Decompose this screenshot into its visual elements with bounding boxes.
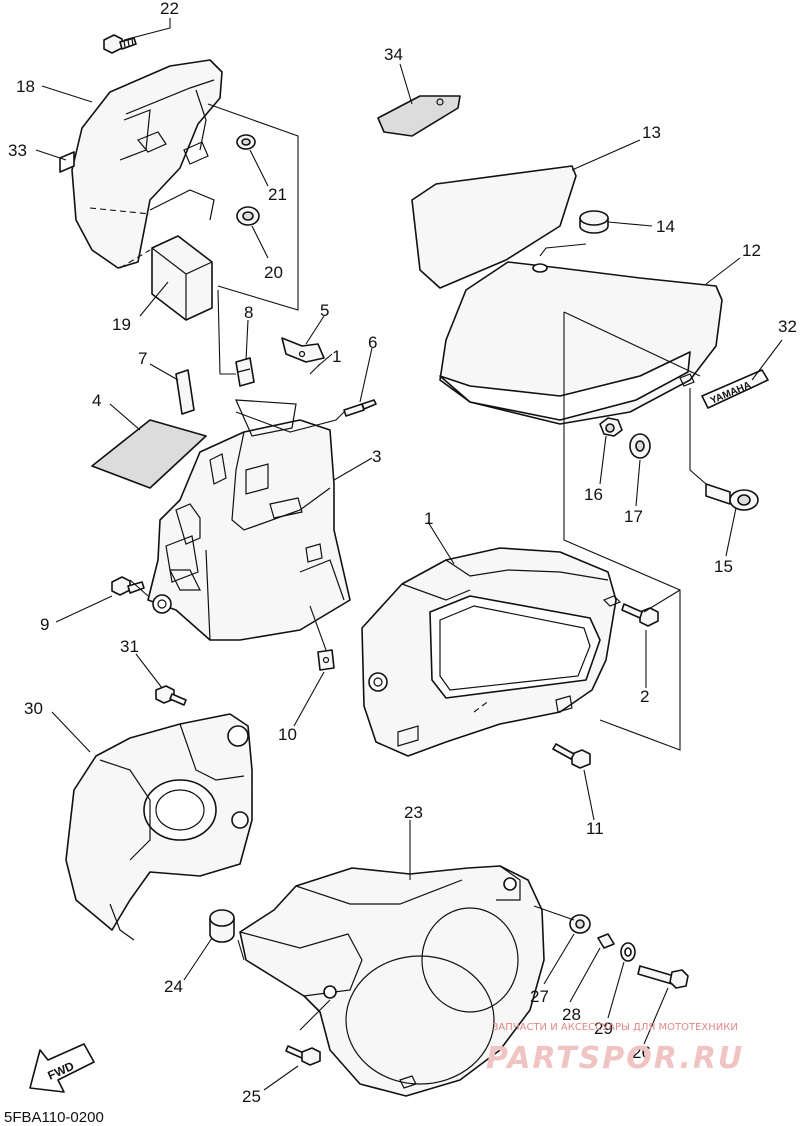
callout-1: 1 [424,509,433,528]
callout-1-upper: 1 [332,347,341,366]
part-32-emblem: YAMAHA [701,369,769,409]
part-1-air-box [361,547,622,757]
callout-30: 30 [24,699,43,718]
callout-23: 23 [404,803,423,822]
part-31-bolt [155,685,187,706]
callout-5: 5 [320,301,329,320]
callout-21: 21 [268,185,287,204]
callout-26: 26 [632,1043,651,1062]
callout-6: 6 [368,333,377,352]
callout-28: 28 [562,1005,581,1024]
callout-9: 9 [40,615,49,634]
callout-7: 7 [138,349,147,368]
part-16-nut [599,417,623,437]
callout-22: 22 [160,0,179,18]
part-34-pad [377,95,461,137]
part-17-bushing [629,433,651,459]
part-29-washer [620,942,636,962]
part-18-side-cover [71,59,223,269]
part-14-grommet [579,210,609,234]
part-22-bolt [103,34,137,54]
part-7-tab [175,369,195,415]
part-15-plug [705,483,759,511]
callout-29: 29 [594,1019,613,1038]
part-3-battery-box [147,399,351,641]
callout-11: 11 [586,819,604,838]
callout-13: 13 [642,123,661,142]
watermark-brand: PARTSPOR.RU [486,1041,744,1076]
part-4-seal-strip [91,419,207,489]
part-30-intake-duct [65,713,253,941]
callout-3: 3 [372,447,381,466]
part-2-bolt [621,603,659,627]
callout-20: 20 [264,263,283,282]
part-5-bracket [281,337,325,363]
callout-16: 16 [584,485,603,504]
callout-2: 2 [640,687,649,706]
callout-14: 14 [656,217,675,236]
callout-19: 19 [112,315,131,334]
callout-numbers: 22 18 33 34 13 21 14 20 12 19 8 5 32 7 1… [8,0,797,1106]
part-19-damper-block [151,235,213,321]
part-12-side-cover [439,261,723,425]
callout-24: 24 [164,977,183,996]
watermark-tagline: ЗАПЧАСТИ И АКСЕССУАРЫ ДЛЯ МОТОТЕХНИКИ [492,1022,738,1033]
part-8-clip [235,357,255,387]
callout-15: 15 [714,557,733,576]
part-9-bolt [111,576,145,596]
callout-4: 4 [92,391,101,410]
callout-34: 34 [384,45,403,64]
callout-12: 12 [742,241,761,260]
diagram-code: 5FBA110-0200 [4,1109,104,1126]
watermark: ЗАПЧАСТИ И АКСЕССУАРЫ ДЛЯ МОТОТЕХНИКИ PA… [486,1022,744,1076]
assembly-lines [129,103,707,1031]
callout-18: 18 [16,77,35,96]
callout-17: 17 [624,507,643,526]
callout-33: 33 [8,141,27,160]
callout-8: 8 [244,303,253,322]
part-13-plate [411,165,577,289]
callout-leaders [35,18,783,1091]
callout-32: 32 [778,317,797,336]
fwd-arrow-icon: FWD [29,1043,95,1093]
part-11-bolt [552,743,591,769]
part-20-grommet [236,206,260,226]
callout-27: 27 [530,987,549,1006]
part-21-grommet [236,134,256,150]
part-24-cap [209,909,235,943]
part-26-bolt [637,965,689,989]
part-25-bolt [285,1045,321,1066]
part-27-grommet [569,914,591,934]
callout-10: 10 [278,725,297,744]
callout-31: 31 [120,637,139,656]
part-6-pin [343,399,377,417]
part-23-housing [239,865,545,1097]
part-33-label-plate [59,151,75,173]
callout-25: 25 [242,1087,261,1106]
part-10-clip-nut [317,649,335,671]
part-28-collar [597,933,615,949]
